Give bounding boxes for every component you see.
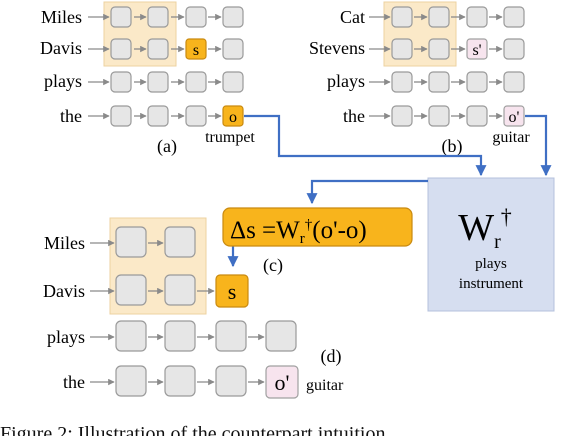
arrows [369, 13, 503, 120]
arrows [88, 13, 222, 120]
relation-box: Wr† plays instrument [427, 177, 555, 312]
token-label: plays [327, 71, 365, 91]
panel-label: (c) [263, 255, 283, 276]
arrow-b-to-relation [525, 114, 552, 177]
panel-d: Miles Davis plays the s o' guitar (d) [43, 217, 344, 399]
token-boxes [391, 6, 525, 127]
object-label: o [229, 109, 237, 126]
panel-a: Miles Davis plays the s o trumpet (a) [40, 1, 255, 157]
update-formula: Δs =Wr†(o'-o) (c) [222, 207, 413, 276]
arrows [90, 239, 265, 386]
subject-box [466, 38, 488, 60]
token-label: Cat [340, 7, 365, 27]
token-label: the [63, 372, 85, 392]
token-boxes [115, 226, 297, 397]
relation-line-2: instrument [459, 276, 524, 292]
object-word: guitar [492, 129, 530, 146]
subject-box [215, 274, 249, 308]
token-label: plays [44, 71, 82, 91]
relation-line-1: plays [475, 256, 507, 272]
arrow-a-to-relation [244, 114, 487, 177]
panel-b: Cat Stevens plays the s' o' guitar (b) [309, 1, 530, 157]
update-text: Δs =Wr†(o'-o) [230, 217, 367, 247]
object-box [265, 365, 299, 399]
token-label: Miles [41, 7, 82, 27]
token-label: the [60, 106, 82, 126]
object-label: o' [509, 109, 520, 126]
subject-label: s [193, 42, 199, 59]
figure-caption: Figure 2: Illustration of the counterpar… [0, 423, 390, 436]
token-label: plays [47, 327, 85, 347]
panel-label: (d) [321, 346, 342, 367]
object-word: trumpet [205, 129, 255, 146]
relation-matrix: Wr† [458, 204, 512, 253]
subject-label: s [228, 279, 237, 304]
subject-label: s' [472, 42, 481, 59]
token-label: Davis [43, 281, 85, 301]
token-label: Stevens [309, 38, 365, 58]
subject-box [185, 38, 207, 60]
update-box [222, 207, 413, 247]
object-box [222, 105, 244, 127]
arrow-relation-to-update [306, 179, 428, 205]
object-box [503, 105, 525, 127]
object-word: guitar [306, 377, 344, 394]
panel-label: (a) [157, 136, 177, 157]
token-label: Davis [40, 38, 82, 58]
token-label: Miles [44, 233, 85, 253]
relation-box-bg [427, 177, 555, 312]
panel-label: (b) [442, 136, 463, 157]
object-label: o' [275, 370, 290, 395]
token-label: the [343, 106, 365, 126]
token-boxes [110, 6, 244, 127]
blue-arrows [227, 114, 552, 268]
